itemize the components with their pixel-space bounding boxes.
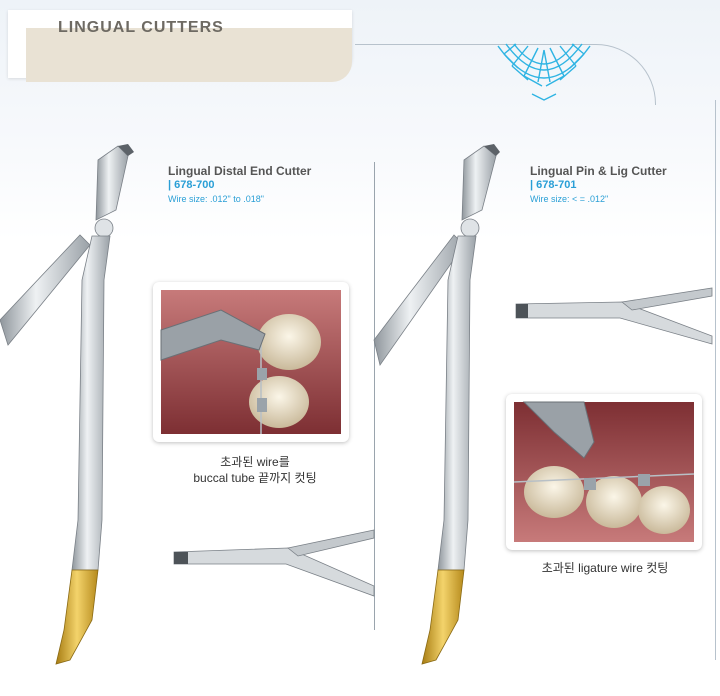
pin-lig-cutter-tip-detail-image bbox=[515, 287, 713, 345]
product-code: | 678-700 bbox=[168, 179, 215, 191]
product-pin-lig-cutter: Lingual Pin & Lig Cutter | 678-701 Wire … bbox=[530, 164, 667, 204]
caption-distal-cut: 초과된 wire를 buccal tube 끝까지 컷팅 bbox=[170, 454, 340, 486]
clinical-photo-frame-2 bbox=[506, 394, 702, 550]
clinical-photo-ligature-cut bbox=[513, 401, 695, 542]
caption-line-2: buccal tube 끝까지 컷팅 bbox=[193, 471, 317, 485]
caption-ligature-cut: 초과된 ligature wire 컷팅 bbox=[520, 560, 690, 576]
lattice-logo-icon bbox=[497, 43, 591, 101]
title-plate bbox=[26, 28, 352, 82]
distal-end-cutter-plier-image bbox=[0, 144, 134, 665]
product-name: Lingual Pin & Lig Cutter bbox=[530, 164, 667, 178]
title-tab bbox=[8, 10, 352, 82]
caption-line-1: 초과된 wire를 bbox=[220, 455, 290, 469]
product-code: | 678-701 bbox=[530, 179, 577, 191]
pin-lig-cutter-plier-image bbox=[373, 144, 500, 665]
caption-line-1: 초과된 ligature wire 컷팅 bbox=[541, 561, 669, 575]
clinical-photo-frame-1 bbox=[153, 282, 349, 442]
distal-cutter-tip-detail-image bbox=[173, 529, 375, 597]
column-divider bbox=[374, 162, 375, 630]
product-distal-end-cutter: Lingual Distal End Cutter | 678-700 Wire… bbox=[168, 164, 311, 204]
clinical-photo-distal-cut bbox=[160, 290, 341, 434]
wire-size: Wire size: < = .012" bbox=[530, 194, 609, 204]
wire-size: Wire size: .012" to .018" bbox=[168, 194, 264, 204]
frame-right-line bbox=[715, 100, 716, 660]
page-title: LINGUAL CUTTERS bbox=[58, 19, 224, 36]
product-name: Lingual Distal End Cutter bbox=[168, 164, 312, 178]
